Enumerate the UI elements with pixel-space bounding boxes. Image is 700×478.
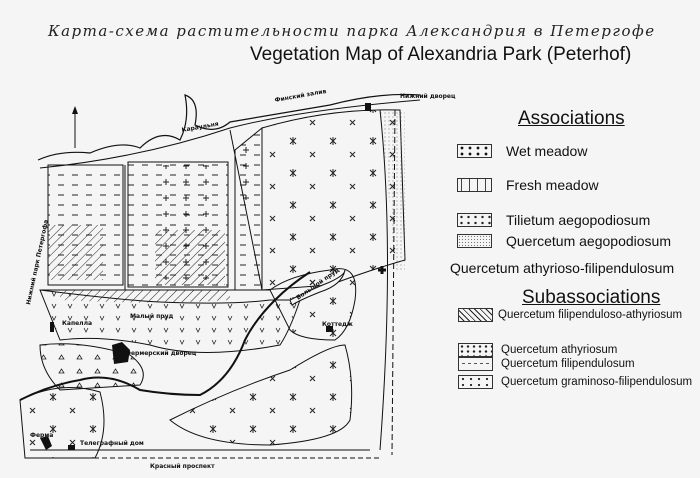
map-title-english: Vegetation Map of Alexandria Park (Peter… — [250, 44, 632, 65]
legend-item: Quercetum graminoso-filipendulosum — [458, 375, 692, 389]
fresh-meadow-swatch — [457, 178, 492, 192]
legend-item: Wet meadow — [457, 143, 587, 159]
north-arrow-icon — [72, 106, 78, 148]
quercetum-aegopodiosum-swatch — [457, 234, 492, 248]
map-title-russian: Карта-схема растительности парка Алексан… — [48, 22, 656, 40]
legend-item: Quercetum aegopodiosum — [457, 233, 671, 249]
legend-item: Tilietum aegopodiosum — [457, 212, 650, 228]
legend-item: Quercetum filipenduloso-athyriosum — [458, 308, 682, 322]
label-farm: Ферма — [30, 432, 53, 439]
legend-subassociations-title: Subassociations — [522, 287, 661, 308]
legend-label: Quercetum filipendulosum — [501, 358, 635, 370]
river — [19, 271, 311, 401]
legend-label: Quercetum athyriosum — [501, 344, 618, 356]
label-chapel: Капелла — [62, 320, 92, 327]
legend-group-label: Quercetum athyrioso-filipendulosum — [450, 260, 675, 276]
legend-label: Wet meadow — [506, 143, 588, 159]
label-cottage: Коттедж — [322, 321, 353, 328]
legend-label: Quercetum filipenduloso-athyriosum — [498, 309, 683, 321]
hatch-swatch — [458, 308, 493, 322]
telegraph-building — [68, 445, 75, 450]
legend-label: Tilietum aegopodiosum — [506, 212, 651, 228]
label-small-pond: Малый пруд — [130, 313, 173, 320]
plus-swatch — [458, 343, 493, 357]
dash-swatch — [458, 357, 493, 371]
church-icon — [378, 266, 386, 274]
legend-item: Fresh meadow — [457, 177, 599, 193]
legend-label: Quercetum aegopodiosum — [506, 233, 671, 249]
farm-building — [40, 436, 52, 450]
legend-label: Fresh meadow — [506, 177, 599, 193]
legend-item: Quercetum athyriosum — [458, 343, 617, 357]
tilietum-swatch — [457, 213, 492, 227]
label-gulf: Финский залив — [274, 88, 327, 104]
label-farm-palace: Фермерский дворец — [125, 350, 197, 357]
lower-palace-building — [365, 103, 371, 111]
wet-meadow-swatch — [457, 144, 492, 158]
label-telegraph: Телеграфный дом — [80, 440, 144, 447]
grass-swatch — [458, 375, 493, 389]
label-avenue: Красный проспект — [150, 463, 215, 470]
chapel-building — [50, 322, 54, 332]
legend-item: Quercetum filipendulosum — [458, 357, 635, 371]
legend-associations-title: Associations — [518, 108, 625, 129]
legend-label: Quercetum graminoso-filipendulosum — [501, 376, 693, 388]
label-lower-palace: Нижний дворец — [400, 93, 456, 100]
farm-palace-building — [112, 342, 130, 364]
cottage-building — [326, 326, 333, 332]
label-guardhouse: Караульня — [181, 121, 219, 134]
coastline — [37, 93, 421, 161]
